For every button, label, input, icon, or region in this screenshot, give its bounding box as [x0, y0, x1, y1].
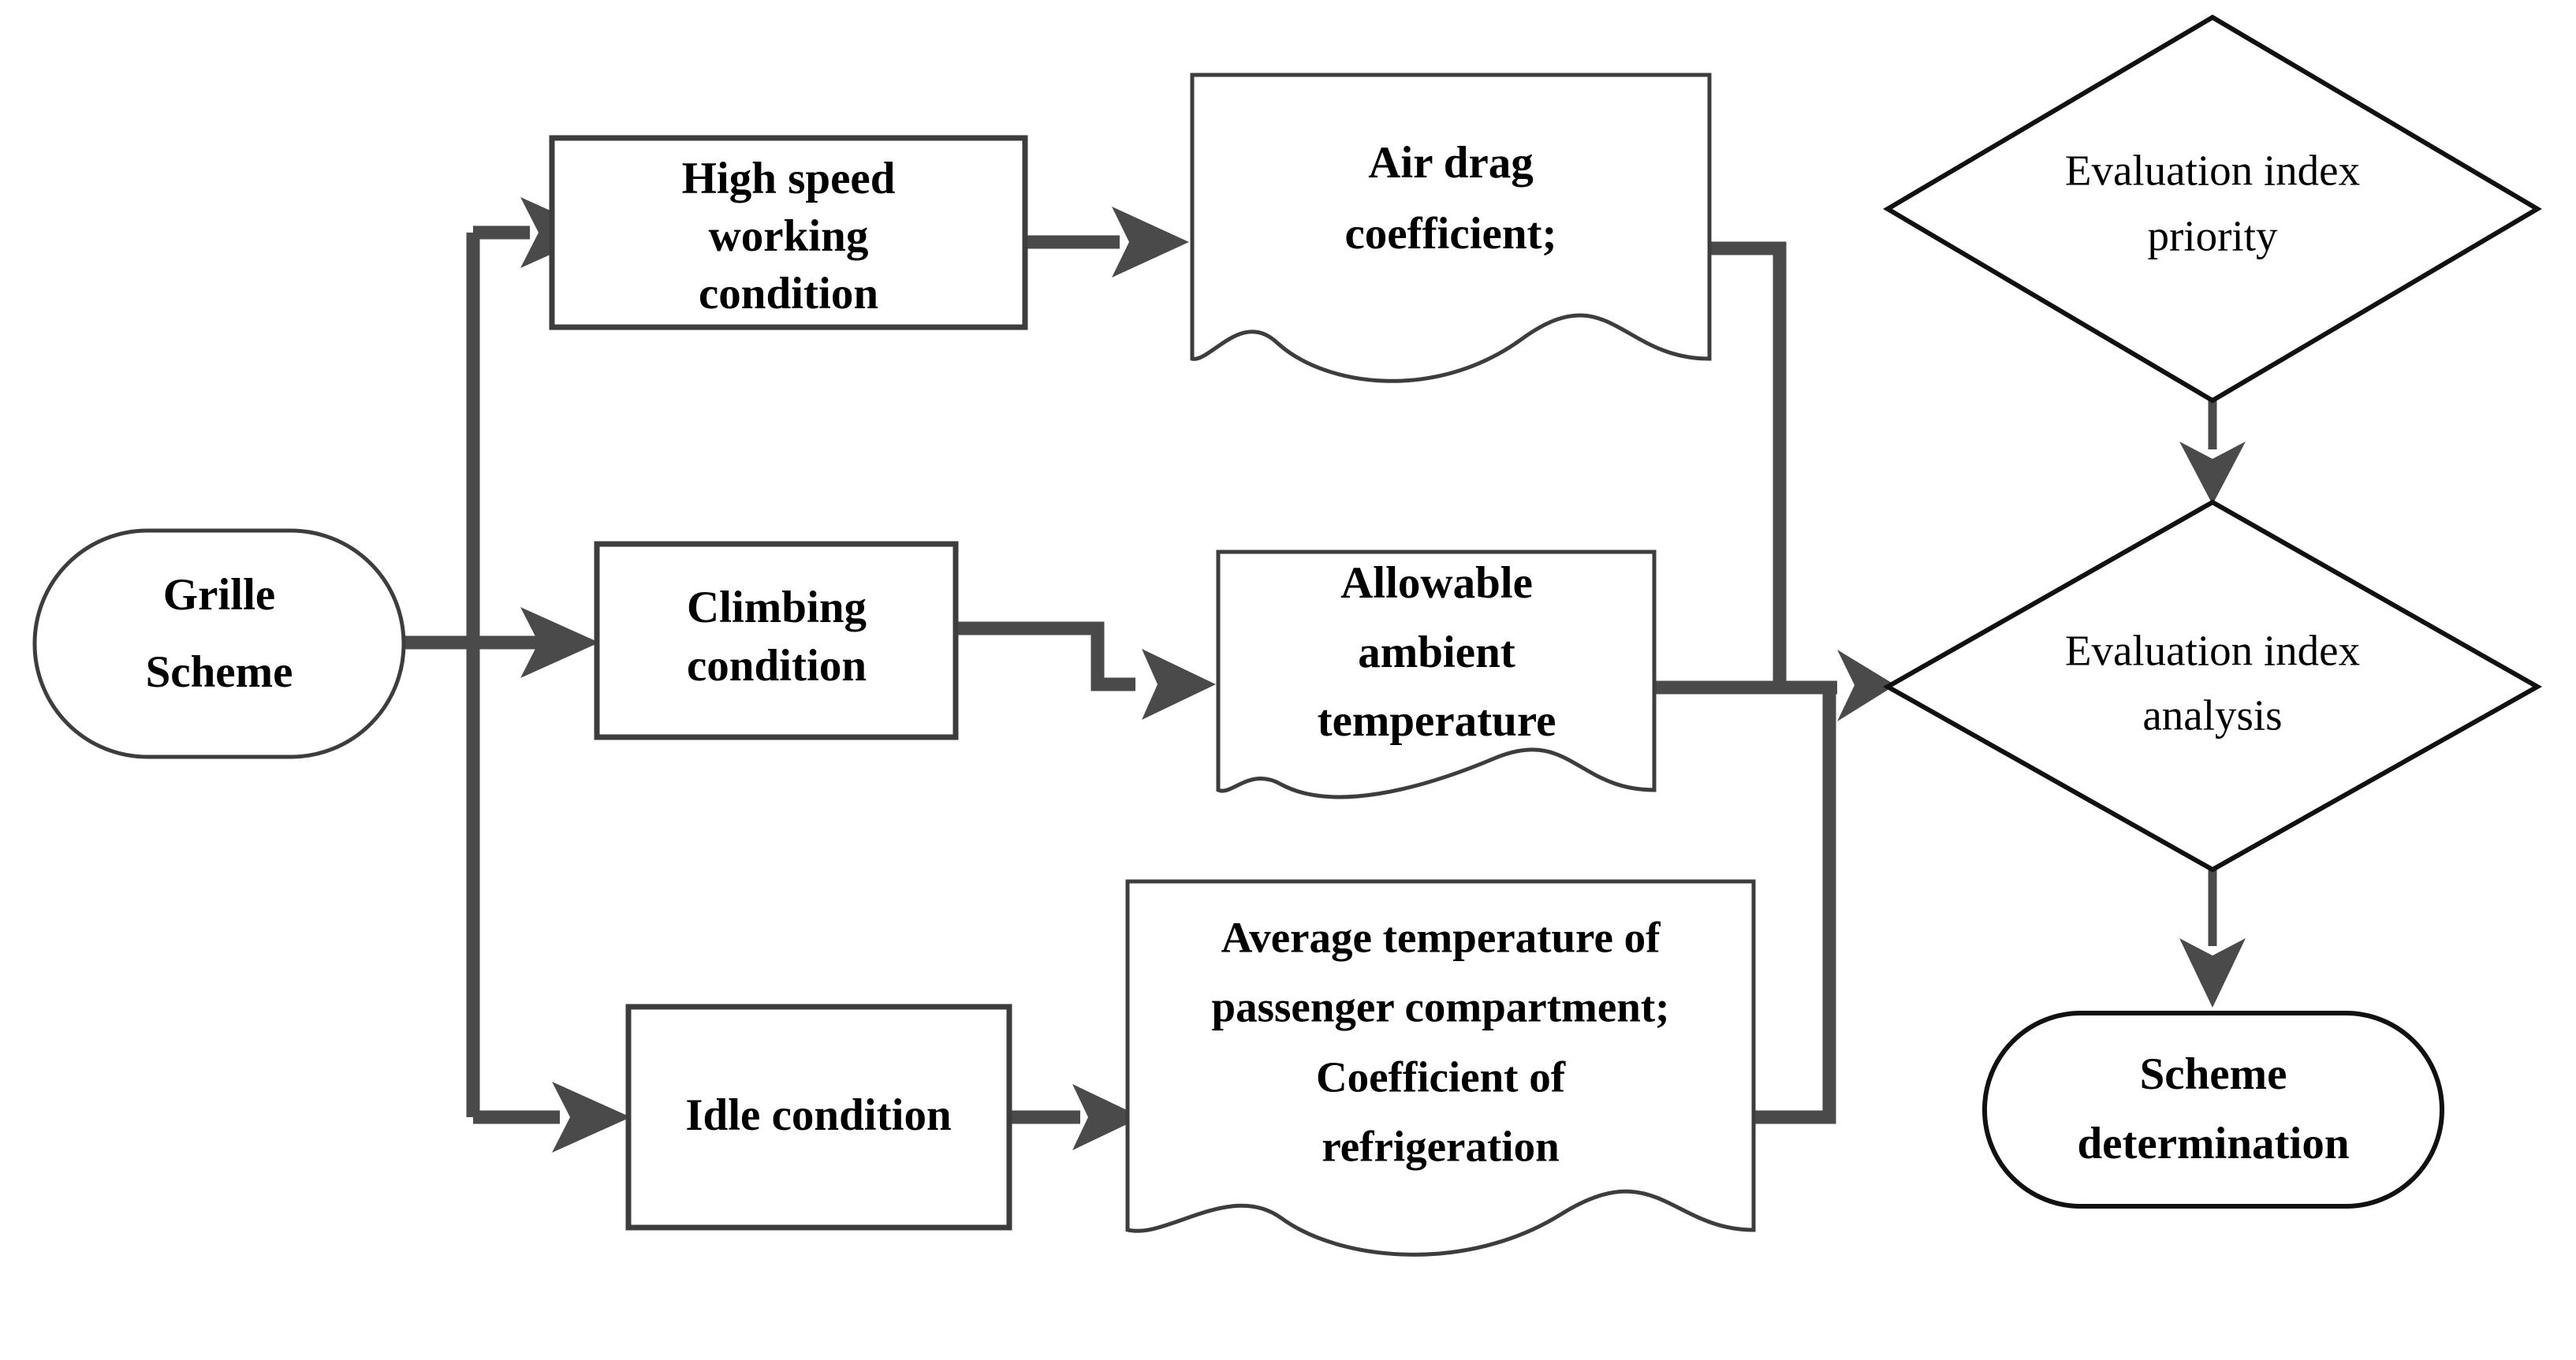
node-end-scheme-determination[interactable]: Scheme determination [1982, 1011, 2444, 1209]
node-air-drag-line1: Air drag [1368, 138, 1534, 188]
node-idle-line1: Idle condition [685, 1090, 951, 1140]
node-ambient-line2: ambient [1358, 628, 1515, 677]
edge-high-speed-to-air-drag [1025, 207, 1189, 278]
node-start-grille-scheme[interactable]: Grille Scheme [32, 528, 406, 759]
node-analysis-line1: Evaluation index [2065, 627, 2360, 675]
node-cabin-line3: Coefficient of [1316, 1053, 1566, 1101]
edge-air-drag-to-merge [1709, 241, 1787, 687]
node-condition-high-speed[interactable]: High speed working condition [549, 135, 1028, 330]
node-decision-priority[interactable]: Evaluation index priority [1883, 14, 2542, 404]
node-priority-line2: priority [2148, 212, 2278, 260]
node-high-speed-line1: High speed [682, 154, 896, 203]
node-output-air-drag[interactable]: Air drag coefficient; [1190, 73, 1712, 383]
node-high-speed-line2: working [709, 211, 869, 261]
edge-idle-to-cabin [1008, 1084, 1142, 1150]
node-start-line2: Scheme [146, 647, 293, 697]
node-cabin-line4: refrigeration [1322, 1123, 1559, 1171]
edge-branch-to-idle [473, 1082, 631, 1153]
node-condition-idle[interactable]: Idle condition [625, 1004, 1012, 1231]
node-high-speed-line3: condition [699, 269, 878, 319]
node-priority-line1: Evaluation index [2065, 147, 2360, 195]
node-cabin-line2: passenger compartment; [1212, 983, 1670, 1031]
edge-analysis-to-end [2179, 867, 2246, 1008]
node-climbing-line2: condition [687, 641, 867, 691]
node-condition-climbing[interactable]: Climbing condition [594, 541, 959, 740]
node-ambient-line1: Allowable [1340, 558, 1533, 608]
edge-priority-to-analysis [2179, 401, 2246, 505]
node-ambient-line3: temperature [1318, 696, 1556, 746]
node-analysis-line2: analysis [2142, 691, 2282, 740]
node-cabin-line1: Average temperature of [1221, 914, 1661, 962]
edge-branch-to-climbing [473, 607, 599, 678]
node-end-line2: determination [2077, 1119, 2349, 1168]
node-air-drag-line2: coefficient; [1345, 209, 1557, 259]
node-decision-analysis[interactable]: Evaluation index analysis [1882, 499, 2543, 873]
node-climbing-line1: Climbing [687, 583, 867, 632]
node-output-cabin[interactable]: Average temperature of passenger compart… [1125, 879, 1756, 1257]
edge-ambient-to-analysis [1654, 650, 1896, 721]
edge-climbing-to-ambient [956, 621, 1216, 720]
node-output-ambient-temp[interactable]: Allowable ambient temperature [1216, 550, 1657, 799]
edge-cabin-to-merge [1754, 687, 1836, 1124]
node-start-line1: Grille [163, 570, 275, 620]
node-end-line1: Scheme [2140, 1049, 2287, 1099]
